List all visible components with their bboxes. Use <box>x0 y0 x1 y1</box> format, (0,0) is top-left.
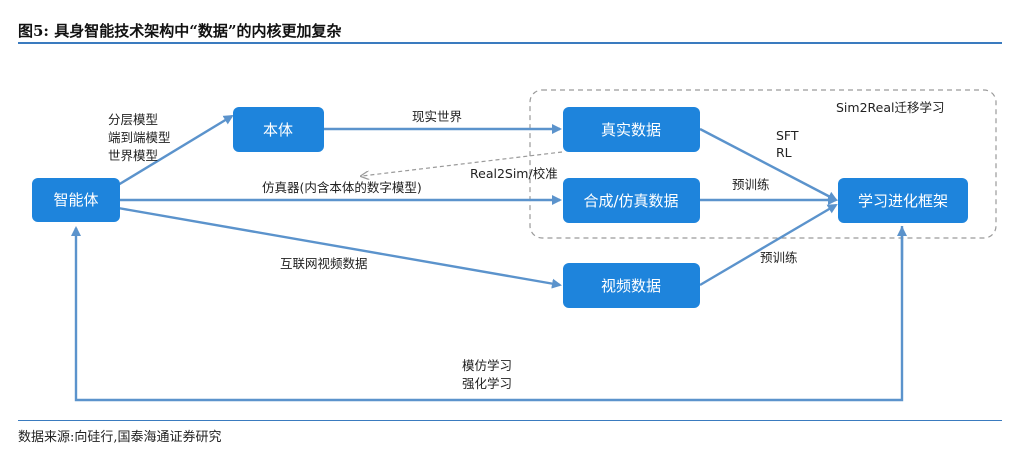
label-rl: RL <box>776 145 792 160</box>
label-pretrain-synth: 预训练 <box>732 177 770 192</box>
label-internet-video: 互联网视频数据 <box>280 256 368 271</box>
node-framework: 学习进化框架 <box>838 178 968 223</box>
label-sft: SFT <box>776 128 799 143</box>
node-real-data: 真实数据 <box>563 107 700 152</box>
sim2real-label: Sim2Real迁移学习 <box>836 100 944 115</box>
label-simulator: 仿真器(内含本体的数字模型) <box>262 180 422 195</box>
node-video-data: 视频数据 <box>563 263 700 308</box>
edge-feedback-loop <box>71 226 904 402</box>
edge-video-to-framework <box>699 203 838 287</box>
edge-agent-to-body <box>117 114 234 187</box>
node-synth-data-label: 合成/仿真数据 <box>583 192 678 210</box>
node-video-data-label: 视频数据 <box>601 277 661 295</box>
edge-real-to-framework <box>699 127 838 202</box>
node-agent: 智能体 <box>32 178 120 222</box>
label-real2sim: Real2Sim/校准 <box>470 166 558 181</box>
node-framework-label: 学习进化框架 <box>858 192 948 210</box>
label-imitation-learning: 模仿学习 <box>462 358 512 373</box>
edge-real2sim <box>362 151 563 176</box>
label-agent-models-1: 分层模型 <box>108 112 158 127</box>
figure-title: 图5: 具身智能技术架构中“数据”的内核更加复杂 <box>18 22 342 40</box>
edge-agent-to-video-data <box>117 206 562 289</box>
label-agent-models-2: 端到端模型 <box>108 130 171 145</box>
title-divider <box>18 42 1002 44</box>
label-pretrain-video: 预训练 <box>760 250 798 265</box>
node-real-data-label: 真实数据 <box>601 121 661 139</box>
node-synth-data: 合成/仿真数据 <box>563 178 700 223</box>
node-agent-label: 智能体 <box>53 191 98 209</box>
node-body-label: 本体 <box>263 121 293 139</box>
label-body-to-real: 现实世界 <box>412 109 463 124</box>
source-divider <box>18 420 1002 421</box>
label-agent-models-3: 世界模型 <box>108 148 158 163</box>
source-note: 数据来源:向硅行,国泰海通证券研究 <box>18 430 222 445</box>
node-body: 本体 <box>233 107 324 152</box>
sim2real-group-box <box>529 89 997 239</box>
label-reinforcement-learning: 强化学习 <box>462 376 512 391</box>
